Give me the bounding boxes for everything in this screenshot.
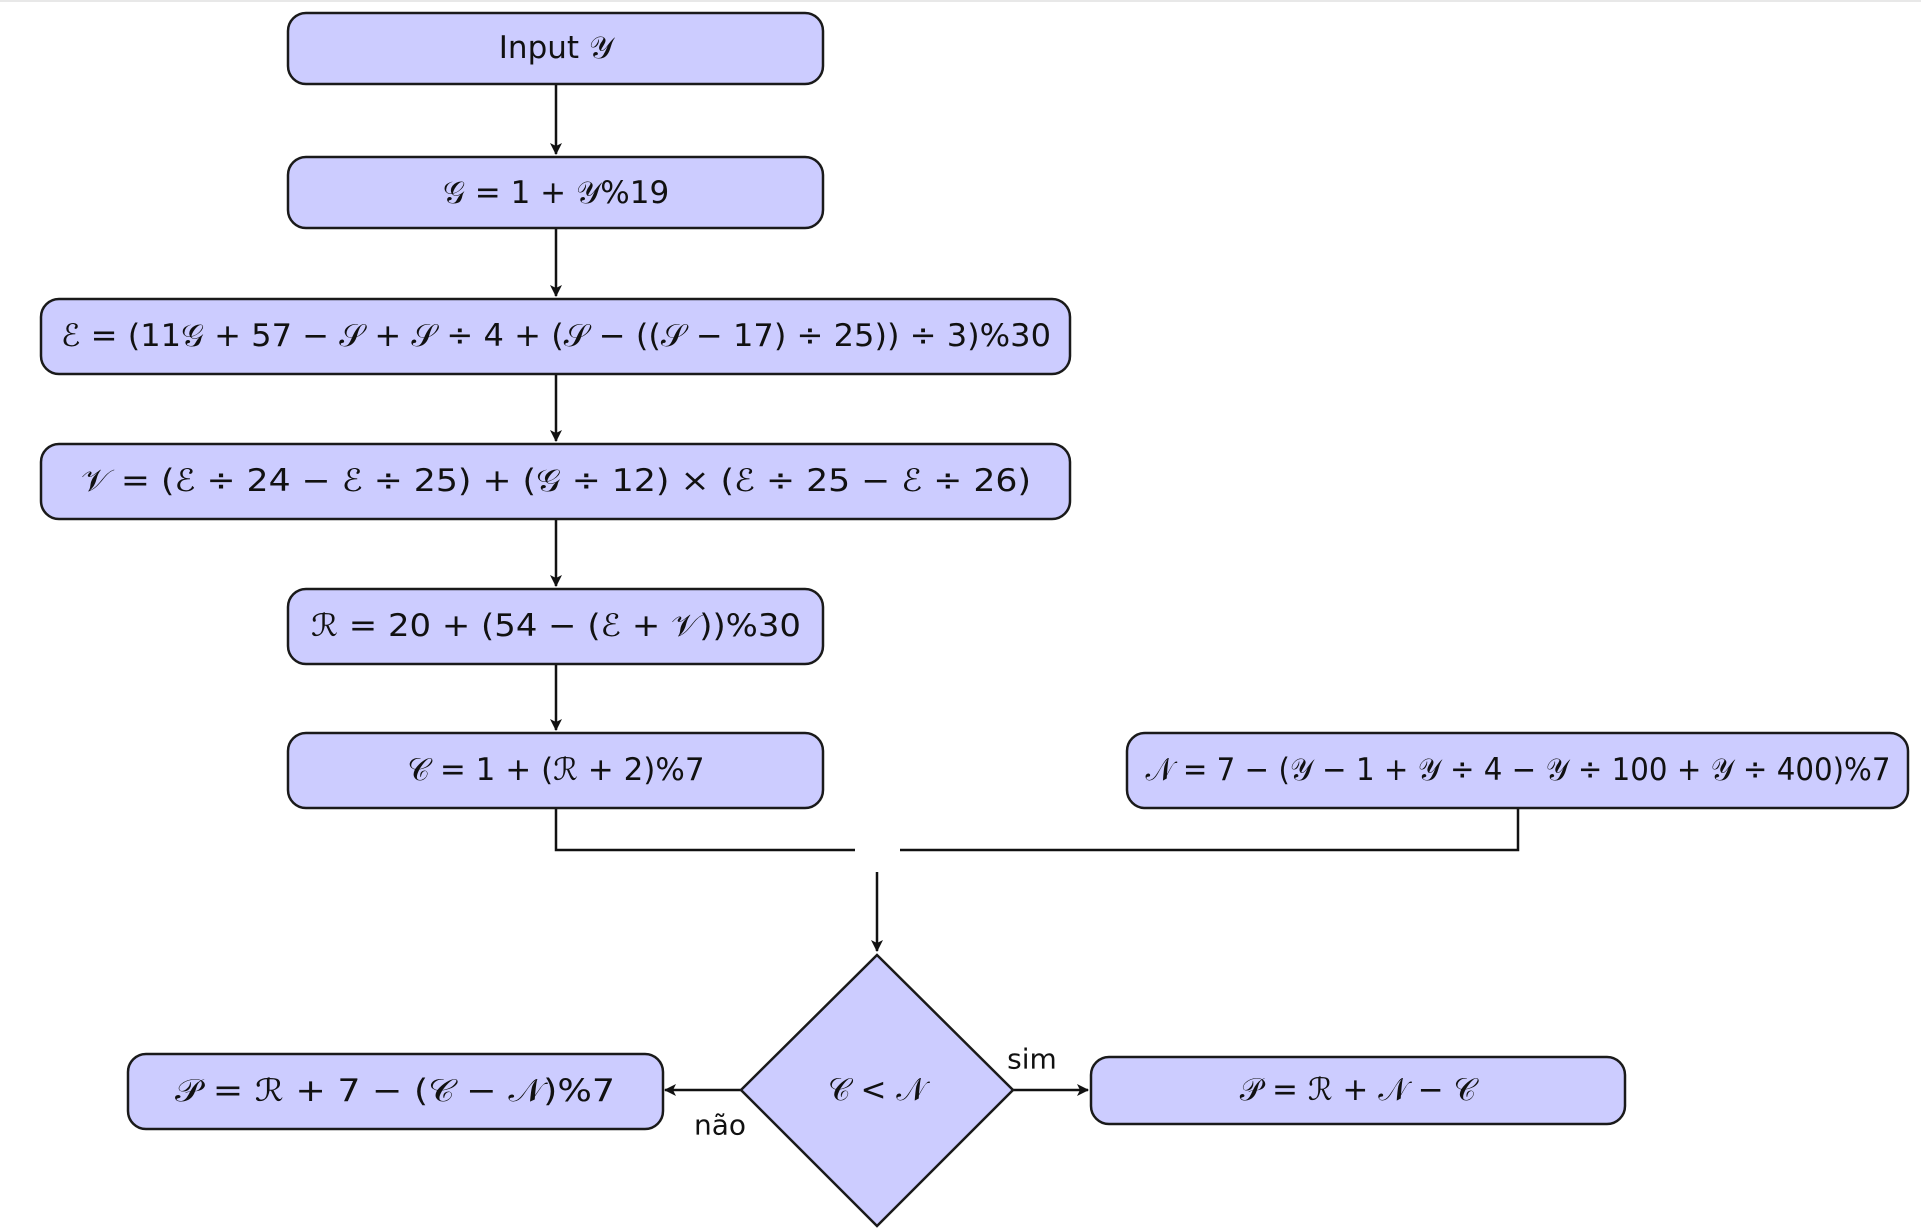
- node-decision-diamond: [739, 953, 1015, 1228]
- node-c-box: [286, 731, 825, 810]
- edge-n-merge: [900, 808, 1520, 852]
- node-decision-label: 𝒞 < 𝒩: [828, 1072, 930, 1108]
- node-p-yes: 𝒫 = ℛ + 𝒩 − 𝒞: [1089, 1055, 1627, 1126]
- edge-c-merge: [554, 808, 855, 852]
- node-p-no-box: [126, 1052, 665, 1131]
- node-decision: 𝒞 < 𝒩: [739, 953, 1015, 1228]
- node-c-label: 𝒞 = 1 + (ℛ + 2)%7: [407, 752, 704, 788]
- node-n: 𝒩 = 7 − (𝒴 − 1 + 𝒴 ÷ 4 − 𝒴 ÷ 100 + 𝒴 ÷ 4…: [1125, 731, 1910, 810]
- node-n-box: [1125, 731, 1910, 810]
- node-e-box: [39, 297, 1072, 376]
- node-n-label: 𝒩 = 7 − (𝒴 − 1 + 𝒴 ÷ 4 − 𝒴 ÷ 100 + 𝒴 ÷ 4…: [1146, 752, 1891, 788]
- edge-label-yes: sim: [1007, 1043, 1057, 1076]
- node-r: ℛ = 20 + (54 − (ℰ + 𝒱))%30: [286, 587, 825, 666]
- node-p-no-label: 𝒫 = ℛ + 7 − (𝒞 − 𝒩)%7: [175, 1073, 615, 1109]
- node-e-label: ℰ = (11𝒢 + 57 − 𝒮 + 𝒮 ÷ 4 + (𝒮 − ((𝒮 − 1…: [61, 318, 1051, 354]
- node-r-label: ℛ = 20 + (54 − (ℰ + 𝒱))%30: [311, 608, 801, 644]
- node-c: 𝒞 = 1 + (ℛ + 2)%7: [286, 731, 825, 810]
- node-g-label: 𝒢 = 1 + 𝒴%19: [443, 175, 669, 211]
- edges: [550, 85, 1520, 1096]
- node-p-yes-box: [1089, 1055, 1627, 1126]
- node-e: ℰ = (11𝒢 + 57 − 𝒮 + 𝒮 ÷ 4 + (𝒮 − ((𝒮 − 1…: [39, 297, 1072, 376]
- node-p-yes-label: 𝒫 = ℛ + 𝒩 − 𝒞: [1240, 1072, 1480, 1108]
- node-g: 𝒢 = 1 + 𝒴%19: [286, 155, 825, 230]
- node-v-box: [39, 442, 1072, 521]
- node-r-box: [286, 587, 825, 666]
- node-input-label: Input 𝒴: [499, 30, 616, 66]
- node-input: Input 𝒴: [286, 11, 825, 86]
- node-g-box: [286, 155, 825, 230]
- top-border: [0, 0, 1921, 2]
- node-p-no: 𝒫 = ℛ + 7 − (𝒞 − 𝒩)%7: [126, 1052, 665, 1131]
- node-v: 𝒱 = (ℰ ÷ 24 − ℰ ÷ 25) + (𝒢 ÷ 12) × (ℰ ÷ …: [39, 442, 1072, 521]
- node-v-label: 𝒱 = (ℰ ÷ 24 − ℰ ÷ 25) + (𝒢 ÷ 12) × (ℰ ÷ …: [81, 463, 1031, 499]
- edge-label-no: não: [694, 1109, 746, 1142]
- node-input-box: [286, 11, 825, 86]
